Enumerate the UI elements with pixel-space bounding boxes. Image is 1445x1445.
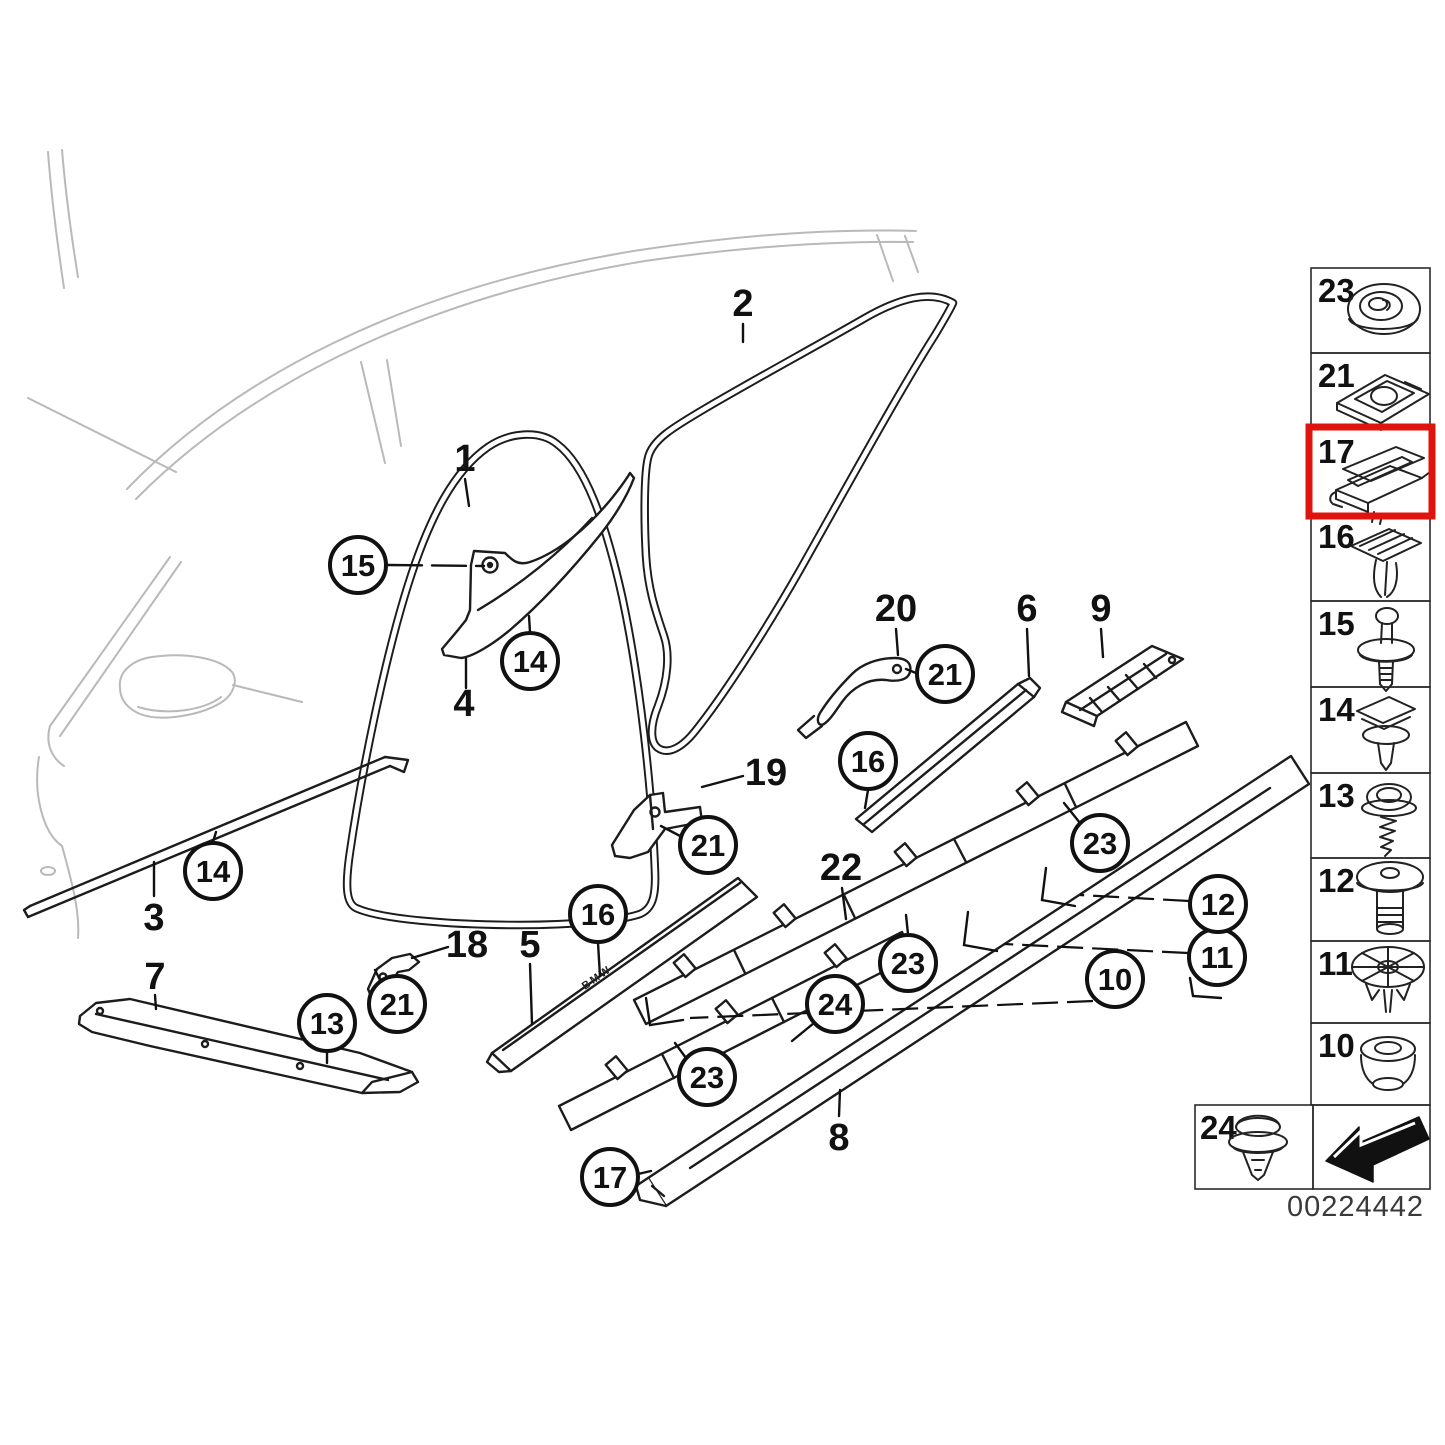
svg-text:21: 21: [928, 657, 962, 692]
part-bracket-20: [796, 656, 912, 740]
square-head-clip-icon: [1356, 696, 1416, 771]
callout-circle-14: 14: [500, 631, 560, 691]
legend-number-17: 17: [1318, 433, 1355, 470]
svg-text:17: 17: [593, 1160, 627, 1195]
callout-circle-12: 12: [1188, 874, 1248, 934]
svg-text:11: 11: [1201, 940, 1234, 975]
callout-3: 3: [143, 897, 164, 939]
callout-circle-11: 11: [1187, 927, 1247, 987]
highlighted-part-box: [1305, 423, 1436, 520]
expanding-rivet-icon: [1350, 528, 1422, 598]
leader-lines: [152, 322, 1105, 1176]
svg-text:16: 16: [851, 744, 885, 779]
plain-callouts: 2 1 4 20 6 9 19 22 3 7 18 5 8: [143, 283, 1111, 1159]
part-bracket-19: [610, 791, 704, 860]
part-grid-bracket: [1060, 644, 1185, 728]
sill-channel-clip-icon: [1329, 446, 1431, 525]
callout-circle-21b: 21: [678, 815, 738, 875]
svg-text:23: 23: [891, 946, 925, 981]
screw-grommet-dot: [486, 561, 494, 569]
callout-7: 7: [144, 956, 165, 998]
callout-4: 4: [453, 683, 474, 725]
svg-text:23: 23: [1083, 826, 1117, 861]
callout-5: 5: [519, 924, 540, 966]
legend-number-13: 13: [1318, 777, 1355, 814]
hex-washer-screw-icon: [1361, 783, 1417, 857]
svg-text:13: 13: [310, 1006, 344, 1041]
callout-circle-16b: 16: [568, 884, 628, 944]
callout-circle-23b: 23: [878, 933, 938, 993]
svg-text:12: 12: [1201, 887, 1235, 922]
grommet-plug-icon: [1347, 283, 1421, 335]
push-clip-icon: [1228, 1114, 1288, 1181]
svg-text:23: 23: [690, 1060, 724, 1095]
svg-text:21: 21: [380, 987, 414, 1022]
callout-18: 18: [446, 924, 488, 966]
svg-text:14: 14: [513, 644, 548, 679]
fastener-position-pointers: [644, 866, 1223, 1027]
callout-6: 6: [1016, 588, 1037, 630]
callout-circle-21: 21: [915, 644, 975, 704]
svg-text:15: 15: [341, 548, 375, 583]
callout-circle-23c: 23: [677, 1047, 737, 1107]
legend-number-16: 16: [1318, 518, 1355, 555]
callout-circle-24: 24: [805, 974, 865, 1034]
legend-number-21: 21: [1318, 357, 1355, 394]
star-expansion-clip-icon: [1351, 946, 1425, 1013]
callout-8: 8: [828, 1117, 849, 1159]
svg-text:16: 16: [581, 897, 615, 932]
part-front-entrance-cover: [440, 471, 636, 660]
callout-19: 19: [745, 752, 787, 794]
car-body-outline: [27, 149, 919, 939]
callout-20: 20: [875, 588, 917, 630]
callout-22: 22: [820, 847, 862, 889]
diagram-image-code: 00224442: [1287, 1191, 1424, 1223]
callout-circle-14b: 14: [183, 841, 243, 901]
part-front-sill-trim: BMW: [485, 876, 759, 1074]
callout-circle-15: 15: [328, 535, 388, 595]
flat-head-bolt-icon: [1356, 861, 1424, 935]
side-mirror-outline: [118, 654, 303, 719]
cage-nut-clip-icon: [1336, 374, 1430, 431]
legend-number-14: 14: [1318, 691, 1355, 728]
direction-arrow-icon: [1325, 1116, 1430, 1183]
blind-plug-grommet-icon: [1360, 1036, 1416, 1091]
callout-circle-10: 10: [1085, 949, 1145, 1009]
fastener-legend-sidebar: 23 21 17 16 15 14 13 12 11 10 24: [1194, 267, 1436, 1223]
push-pin-rivet-icon: [1357, 607, 1415, 692]
legend-number-24: 24: [1200, 1109, 1237, 1146]
legend-number-11: 11: [1318, 945, 1353, 982]
part-rocker-panel-trim: [634, 754, 1311, 1208]
legend-number-10: 10: [1318, 1027, 1355, 1064]
circled-callouts: 15 14 14 21 16 21 16 21 13 23 23 24 23 1…: [183, 535, 1248, 1207]
legend-cell-arrow: [1312, 1104, 1431, 1190]
callout-circle-16: 16: [838, 731, 898, 791]
callout-2: 2: [732, 283, 753, 325]
part-rear-sill-trim: [854, 676, 1042, 834]
callout-circle-13: 13: [297, 993, 357, 1053]
svg-text:24: 24: [818, 987, 853, 1022]
svg-text:10: 10: [1098, 962, 1132, 997]
legend-number-15: 15: [1318, 605, 1355, 642]
callout-9: 9: [1090, 588, 1111, 630]
part-rear-door-edge-seal: [640, 292, 958, 755]
callout-circle-21c: 21: [367, 974, 427, 1034]
part-wheel-arch-strip: [77, 997, 420, 1095]
svg-text:14: 14: [196, 854, 231, 889]
legend-number-12: 12: [1318, 862, 1355, 899]
svg-text:21: 21: [691, 828, 725, 863]
part-carrier-rail-rear: [632, 720, 1200, 1026]
callout-circle-17: 17: [580, 1147, 640, 1207]
callout-1: 1: [454, 438, 475, 480]
callout-circle-23: 23: [1070, 813, 1130, 873]
part-front-door-edge-seal: [342, 430, 660, 930]
